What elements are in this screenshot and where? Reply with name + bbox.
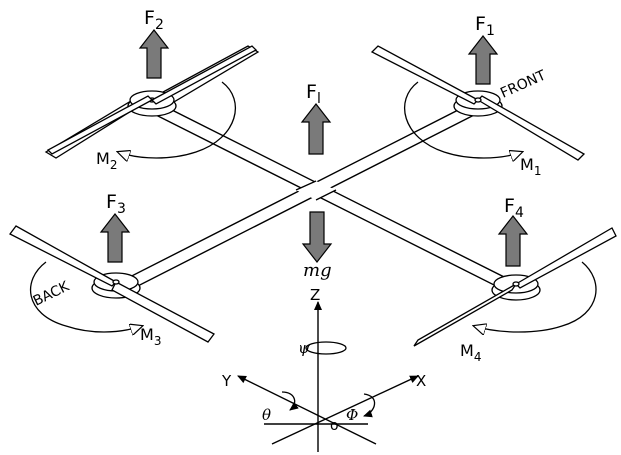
axis-label-y: Y xyxy=(221,372,232,390)
blade-bottom-right-a xyxy=(514,227,617,289)
moment-arc-m4 xyxy=(474,261,597,332)
roll-rotation-icon xyxy=(363,393,376,418)
label-m3: M3 xyxy=(140,325,161,348)
force-arrow-f2 xyxy=(138,29,170,79)
label-theta: θ xyxy=(262,406,271,424)
x-axis xyxy=(271,375,419,445)
arm-diagonal-b xyxy=(112,103,482,294)
label-m1: M1 xyxy=(520,155,541,178)
label-m4: M4 xyxy=(460,341,481,364)
blade-bottom-right-b xyxy=(413,283,517,347)
rotor-bottom-left xyxy=(9,225,215,343)
label-f3: F3 xyxy=(106,191,126,217)
label-front: FRONT xyxy=(498,67,549,101)
moment-arc-m2 xyxy=(118,81,237,158)
axis-label-x: X xyxy=(416,372,426,390)
blade-top-right-b xyxy=(476,95,586,161)
label-psi: ψ xyxy=(298,339,310,357)
label-f1: F1 xyxy=(475,13,495,39)
coordinate-system: Z X Y o ψ θ Φ xyxy=(221,286,426,452)
blade-top-right-a xyxy=(370,45,480,105)
label-back: BACK xyxy=(31,278,73,309)
force-arrow-f3 xyxy=(99,213,131,263)
arm-diagonal-a xyxy=(148,103,522,294)
force-arrow-fl xyxy=(300,103,332,155)
yaw-rotation-icon xyxy=(305,341,347,355)
pitch-rotation-icon xyxy=(281,391,299,411)
blade-bottom-left-b xyxy=(111,281,215,343)
axis-label-z: Z xyxy=(310,286,320,304)
rotor-bottom-right xyxy=(413,227,617,347)
label-weight: mg xyxy=(303,260,332,281)
moment-arc-m1 xyxy=(403,81,522,158)
label-f4: F4 xyxy=(504,195,524,221)
blade-bottom-left-a xyxy=(9,225,118,287)
label-phi: Φ xyxy=(346,406,358,424)
force-arrow-f4 xyxy=(497,215,529,267)
origin-label: o xyxy=(330,418,339,434)
label-f2: F2 xyxy=(144,7,164,33)
weight-arrow xyxy=(301,211,333,263)
y-axis xyxy=(237,375,377,445)
label-m2: M2 xyxy=(96,149,117,172)
force-arrow-f1 xyxy=(467,35,499,85)
label-fl: Fl xyxy=(306,81,321,107)
rotor-top-left xyxy=(44,45,260,159)
moment-arc-m3 xyxy=(30,261,142,332)
rotor-top-right xyxy=(370,45,586,161)
